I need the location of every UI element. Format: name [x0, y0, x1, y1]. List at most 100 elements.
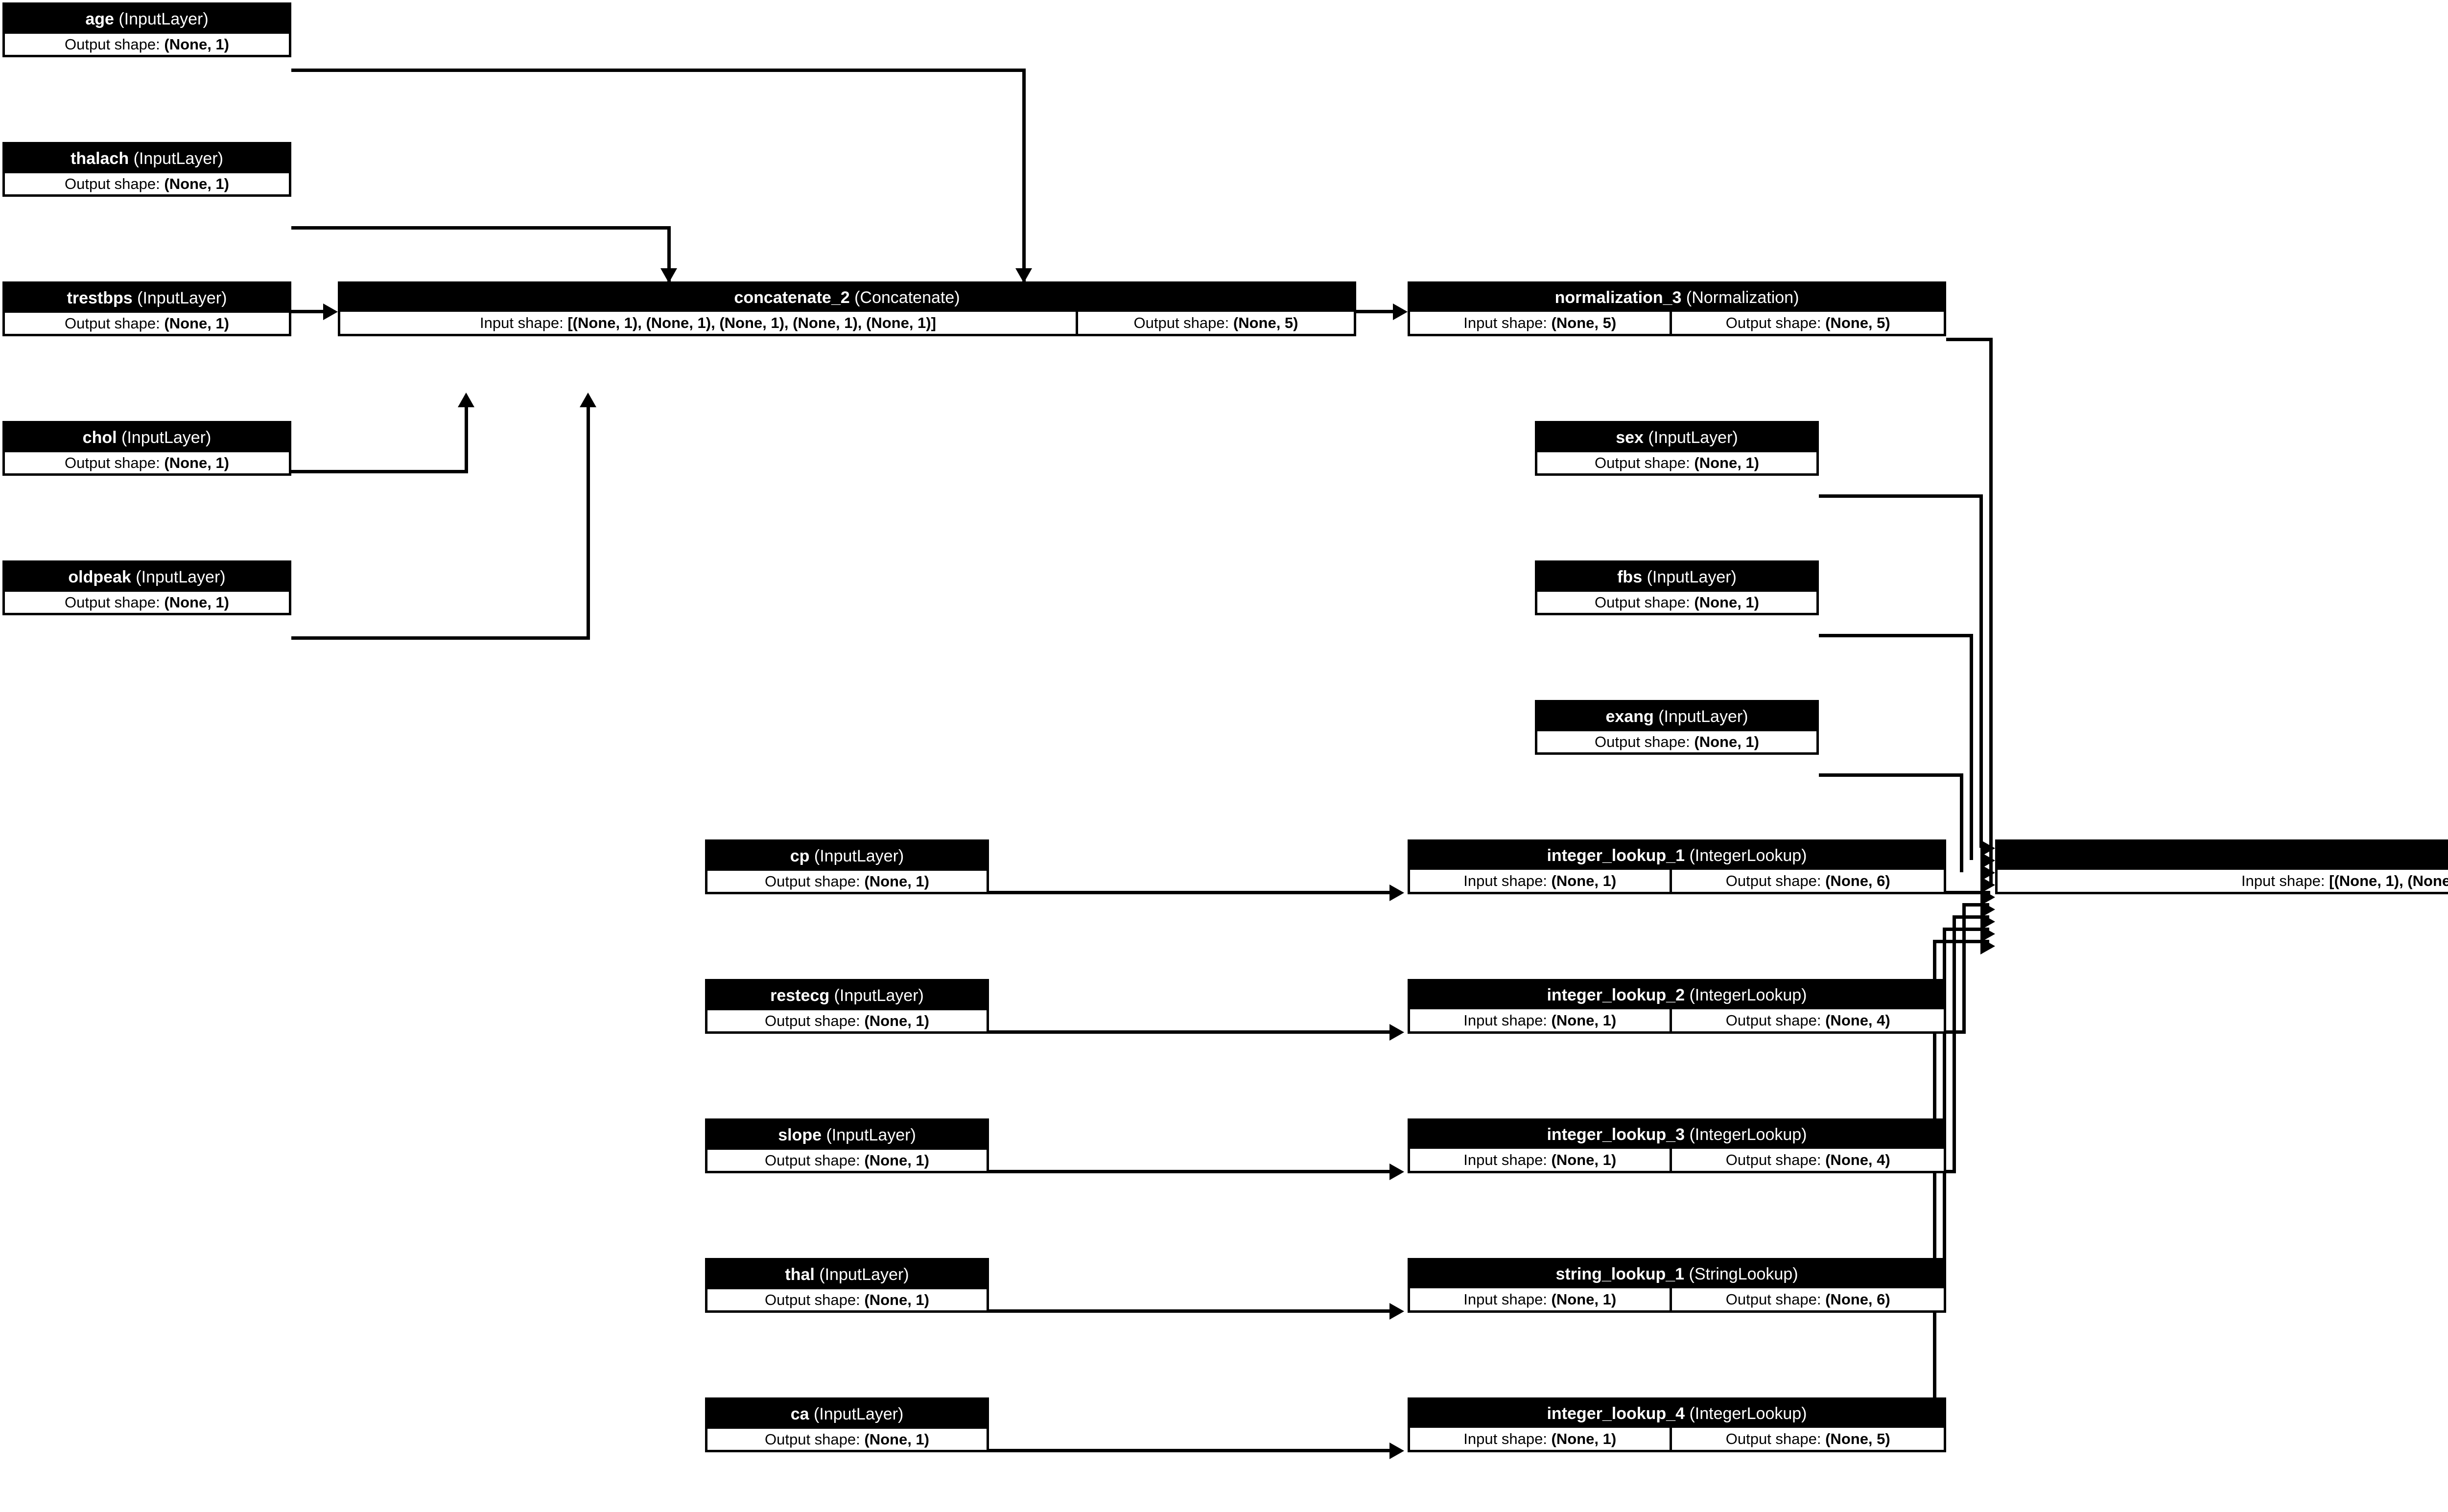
- output-shape-label: Output shape:: [65, 35, 160, 53]
- edge-normalization3-to-concatenate3-v: [1989, 338, 1993, 884]
- node-concatenate-2-input-value: [(None, 1), (None, 1), (None, 1), (None,…: [567, 314, 936, 331]
- node-concatenate-2-input-shape: Input shape: [(None, 1), (None, 1), (Non…: [340, 312, 1076, 334]
- arrowhead-exang-to-concatenate3: [1980, 864, 1995, 881]
- node-fbs-output-value: (None, 1): [1694, 593, 1759, 611]
- node-integer-lookup-4-title: integer_lookup_4 (IntegerLookup): [1410, 1400, 1944, 1428]
- node-integer-lookup-2-class: (IntegerLookup): [1689, 985, 1807, 1004]
- edge-chol-to-concatenate2-h: [291, 470, 468, 473]
- node-string-lookup-1-output-shape: Output shape: (None, 6): [1672, 1288, 1944, 1310]
- node-sex[interactable]: sex (InputLayer) Output shape: (None, 1): [1535, 421, 1819, 476]
- node-slope-title: slope (InputLayer): [707, 1121, 987, 1150]
- node-integer-lookup-1[interactable]: integer_lookup_1 (IntegerLookup) Input s…: [1408, 839, 1946, 894]
- arrowhead-age-to-concatenate2: [1015, 268, 1032, 283]
- node-concatenate-2-output-shape: Output shape: (None, 5): [1078, 312, 1354, 334]
- node-thal[interactable]: thal (InputLayer) Output shape: (None, 1…: [705, 1258, 989, 1313]
- arrowhead-integerlookup4-to-concatenate3: [1980, 938, 1995, 954]
- node-integer-lookup-2-title: integer_lookup_2 (IntegerLookup): [1410, 981, 1944, 1010]
- node-trestbps-output-value: (None, 1): [164, 314, 229, 332]
- node-thalach-class: (InputLayer): [133, 149, 223, 168]
- node-sex-name: sex: [1616, 428, 1644, 447]
- node-slope[interactable]: slope (InputLayer) Output shape: (None, …: [705, 1118, 989, 1173]
- node-integer-lookup-4-input-shape: Input shape: (None, 1): [1410, 1428, 1670, 1450]
- node-trestbps[interactable]: trestbps (InputLayer) Output shape: (Non…: [2, 281, 291, 336]
- node-concatenate-3[interactable]: concatenate_3 (Concatenate) Input shape:…: [1995, 839, 2448, 894]
- node-oldpeak[interactable]: oldpeak (InputLayer) Output shape: (None…: [2, 560, 291, 615]
- node-concatenate-2-output-value: (None, 5): [1233, 314, 1298, 331]
- node-chol-output-value: (None, 1): [164, 454, 229, 471]
- node-chol[interactable]: chol (InputLayer) Output shape: (None, 1…: [2, 421, 291, 476]
- node-string-lookup-1-output-value: (None, 6): [1825, 1290, 1890, 1308]
- node-concatenate-2-title: concatenate_2 (Concatenate): [340, 284, 1354, 312]
- node-concatenate-3-input-shape: Input shape: [(None, 1), (None, 1), (Non…: [1998, 870, 2448, 892]
- output-shape-label: Output shape:: [65, 593, 160, 611]
- node-string-lookup-1[interactable]: string_lookup_1 (StringLookup) Input sha…: [1408, 1258, 1946, 1313]
- edge-oldpeak-to-concatenate2-h: [291, 636, 590, 640]
- output-shape-label: Output shape:: [1725, 872, 1821, 889]
- node-chol-title: chol (InputLayer): [5, 423, 289, 453]
- node-trestbps-name: trestbps: [67, 288, 133, 307]
- node-integer-lookup-2-input-value: (None, 1): [1551, 1011, 1617, 1029]
- node-integer-lookup-3-output-value: (None, 4): [1825, 1151, 1890, 1168]
- edge-thalach-to-concatenate2-h: [291, 226, 671, 230]
- node-ca-shapes: Output shape: (None, 1): [707, 1429, 987, 1450]
- arrowhead-oldpeak-to-concatenate2: [580, 393, 596, 407]
- input-shape-label: Input shape:: [1463, 314, 1547, 331]
- node-normalization-3-name: normalization_3: [1554, 288, 1682, 307]
- node-normalization-3[interactable]: normalization_3 (Normalization) Input sh…: [1408, 281, 1946, 336]
- node-fbs-shapes: Output shape: (None, 1): [1537, 592, 1816, 613]
- edge-integerlookup4-to-concatenate3-v: [1933, 940, 1936, 1452]
- node-integer-lookup-4-output-value: (None, 5): [1825, 1430, 1890, 1447]
- node-age[interactable]: age (InputLayer) Output shape: (None, 1): [2, 2, 291, 57]
- node-integer-lookup-2[interactable]: integer_lookup_2 (IntegerLookup) Input s…: [1408, 979, 1946, 1034]
- edge-integerlookup1-to-concatenate3-h: [1946, 891, 1990, 894]
- edge-integerlookup3-to-concatenate3-v: [1953, 915, 1956, 1173]
- node-fbs[interactable]: fbs (InputLayer) Output shape: (None, 1): [1535, 560, 1819, 615]
- node-chol-shapes: Output shape: (None, 1): [5, 452, 289, 473]
- node-concatenate-2[interactable]: concatenate_2 (Concatenate) Input shape:…: [338, 281, 1356, 336]
- node-trestbps-title: trestbps (InputLayer): [5, 284, 289, 313]
- node-thalach-name: thalach: [71, 149, 129, 168]
- node-cp[interactable]: cp (InputLayer) Output shape: (None, 1): [705, 839, 989, 894]
- node-slope-name: slope: [778, 1125, 822, 1144]
- node-normalization-3-shapes: Input shape: (None, 5) Output shape: (No…: [1410, 312, 1944, 334]
- node-fbs-name: fbs: [1617, 567, 1643, 586]
- node-integer-lookup-3-name: integer_lookup_3: [1547, 1125, 1685, 1144]
- node-integer-lookup-3-input-value: (None, 1): [1551, 1151, 1617, 1168]
- output-shape-label: Output shape:: [1133, 314, 1229, 331]
- node-integer-lookup-4-input-value: (None, 1): [1551, 1430, 1617, 1447]
- node-thalach[interactable]: thalach (InputLayer) Output shape: (None…: [2, 142, 291, 197]
- arrowhead-trestbps-to-concatenate2: [323, 303, 338, 320]
- node-thal-title: thal (InputLayer): [707, 1260, 987, 1290]
- node-restecg[interactable]: restecg (InputLayer) Output shape: (None…: [705, 979, 989, 1034]
- arrowhead-chol-to-concatenate2: [458, 393, 474, 407]
- node-ca[interactable]: ca (InputLayer) Output shape: (None, 1): [705, 1397, 989, 1452]
- node-ca-name: ca: [790, 1404, 809, 1423]
- input-shape-label: Input shape:: [1463, 1430, 1547, 1447]
- output-shape-label: Output shape:: [1725, 1151, 1821, 1168]
- node-cp-name: cp: [790, 846, 810, 865]
- node-integer-lookup-3[interactable]: integer_lookup_3 (IntegerLookup) Input s…: [1408, 1118, 1946, 1173]
- node-exang[interactable]: exang (InputLayer) Output shape: (None, …: [1535, 700, 1819, 755]
- input-shape-label: Input shape:: [1463, 1290, 1547, 1308]
- node-concatenate-2-shapes: Input shape: [(None, 1), (None, 1), (Non…: [340, 312, 1354, 334]
- edge-thalach-to-concatenate2-v: [667, 226, 671, 284]
- node-thalach-output-value: (None, 1): [164, 175, 229, 192]
- node-cp-output-value: (None, 1): [864, 872, 929, 890]
- edge-sex-to-concatenate3-v: [1979, 494, 1983, 848]
- node-integer-lookup-4[interactable]: integer_lookup_4 (IntegerLookup) Input s…: [1408, 1397, 1946, 1452]
- node-cp-shapes: Output shape: (None, 1): [707, 871, 987, 892]
- node-restecg-class: (InputLayer): [834, 986, 924, 1005]
- arrowhead-slope-to-integerlookup3: [1389, 1163, 1404, 1180]
- node-sex-shapes: Output shape: (None, 1): [1537, 452, 1816, 473]
- input-shape-label: Input shape:: [1463, 1151, 1547, 1168]
- node-oldpeak-shapes: Output shape: (None, 1): [5, 592, 289, 613]
- node-concatenate-2-class: (Concatenate): [854, 288, 960, 307]
- node-thalach-title: thalach (InputLayer): [5, 144, 289, 174]
- node-slope-class: (InputLayer): [826, 1125, 916, 1144]
- output-shape-label: Output shape:: [1595, 454, 1690, 471]
- node-integer-lookup-2-shapes: Input shape: (None, 1) Output shape: (No…: [1410, 1009, 1944, 1031]
- node-exang-output-value: (None, 1): [1694, 733, 1759, 750]
- edge-exang-to-concatenate3-h: [1819, 773, 1963, 777]
- node-integer-lookup-4-class: (IntegerLookup): [1689, 1404, 1807, 1423]
- input-shape-label: Input shape:: [1463, 1011, 1547, 1029]
